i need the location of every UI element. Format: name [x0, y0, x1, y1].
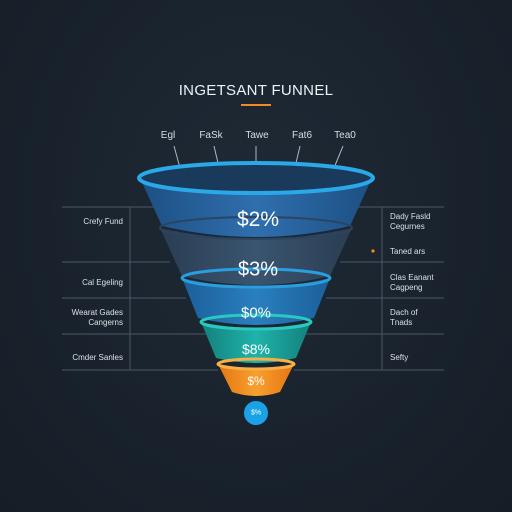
bottom-badge — [244, 401, 268, 425]
right-label-3: Clas Eanant Cagpeng — [390, 273, 434, 293]
funnel-title: INGETSANT FUNNEL — [178, 82, 334, 99]
left-label-2-line-1: Cal Egeling — [82, 278, 123, 287]
right-label-3-line-1: Clas Eanant — [390, 273, 434, 282]
top-label-5: Tea0 — [334, 130, 356, 141]
accent-dot — [371, 249, 375, 253]
right-label-5-line-1: Sefty — [390, 353, 409, 362]
top-label-2: FaSk — [199, 130, 223, 141]
guide-lines — [62, 206, 444, 371]
left-label-1-line-1: Crefy Fund — [83, 217, 123, 226]
right-label-1-line-2: Cegurnes — [390, 222, 425, 231]
funnel-stage-4 — [201, 322, 311, 363]
left-label-3: Wearat Gades Cangerns — [72, 308, 123, 328]
left-label-2: Cal Egeling — [82, 278, 123, 288]
left-label-4-line-1: Cmder Sanles — [72, 353, 123, 362]
right-label-4-line-2: Tnads — [390, 318, 413, 327]
left-label-3-line-1: Wearat Gades — [71, 308, 123, 317]
funnel-stage-5 — [218, 364, 294, 396]
right-label-4: Dach of Tnads — [390, 308, 418, 328]
top-label-pointers — [173, 145, 344, 169]
right-label-5: Sefty — [390, 353, 408, 363]
right-label-3-line-2: Cagpeng — [390, 283, 423, 292]
stage-1-value: $2% — [236, 208, 280, 231]
left-label-3-line-2: Cangerns — [88, 318, 123, 327]
stage-2-value: $3% — [237, 258, 279, 281]
right-label-2-line-1: Taned ars — [390, 247, 426, 256]
left-label-4: Cmder Sanles — [72, 353, 123, 363]
left-label-1: Crefy Fund — [83, 217, 123, 227]
right-label-2: Taned ars — [390, 247, 425, 257]
top-label-3: Tawe — [245, 130, 269, 141]
funnel-stage-3 — [182, 278, 330, 325]
title-underline — [241, 104, 271, 106]
right-label-4-line-1: Dach of — [390, 308, 418, 317]
top-label-4: Fat6 — [291, 130, 313, 141]
bottom-badge-value: $% — [250, 409, 262, 417]
stage-5-value: $% — [247, 374, 265, 388]
stage-3-value: $0% — [240, 304, 272, 322]
right-label-1-line-1: Dady Fasld — [390, 212, 431, 221]
stage-4-value: $8% — [241, 341, 271, 357]
top-label-1: Egl — [160, 130, 176, 141]
right-label-1: Dady Fasld Cegurnes — [390, 212, 430, 232]
guide-verticals — [129, 207, 383, 370]
funnel-rim — [137, 161, 375, 195]
